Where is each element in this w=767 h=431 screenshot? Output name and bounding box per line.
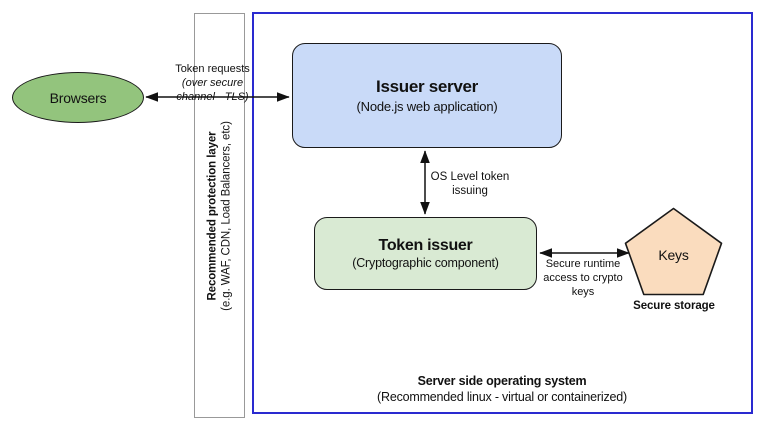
issuer-server-node[interactable]: Issuer server (Node.js web application) [292,43,562,148]
edge-label-os-level-line1: OS Level token [430,171,510,183]
edge-label-token-requests-line2: (over secure [181,76,244,89]
issuer-server-title: Issuer server [376,77,478,96]
token-issuer-subtitle: (Cryptographic component) [352,256,499,270]
pentagon-icon [624,207,723,296]
protection-layer-container: Recommended protection layer (e.g. WAF, … [194,13,245,418]
edge-label-token-requests-line3: channel - TLS) [176,90,249,103]
edge-label-os-level-line2: issuing [452,185,488,198]
issuer-server-subtitle: (Node.js web application) [356,99,498,114]
browsers-label: Browsers [49,89,107,106]
operating-system-title: Server side operating system [417,374,587,388]
edge-label-token-requests: Token requests (over secure channel - TL… [160,63,265,104]
edge-label-token-requests-line1: Token requests [175,63,250,75]
edge-label-os-level-token-issuing: OS Level token issuing [415,170,525,199]
edge-label-secure-runtime-line3: keys [571,285,595,298]
token-issuer-node[interactable]: Token issuer (Cryptographic component) [314,217,537,290]
operating-system-caption: Server side operating system (Recommende… [282,373,722,406]
edge-label-secure-runtime-line2: access to crypto [543,271,623,284]
browsers-node[interactable]: Browsers [12,72,144,123]
token-issuer-title: Token issuer [378,237,473,254]
edge-label-secure-runtime-access: Secure runtime access to crypto keys [535,258,631,299]
edge-label-secure-runtime-line1: Secure runtime [545,258,621,270]
secure-storage-caption: Secure storage [633,300,715,312]
operating-system-boundary [252,12,753,414]
operating-system-subtitle: (Recommended linux - virtual or containe… [377,390,627,405]
